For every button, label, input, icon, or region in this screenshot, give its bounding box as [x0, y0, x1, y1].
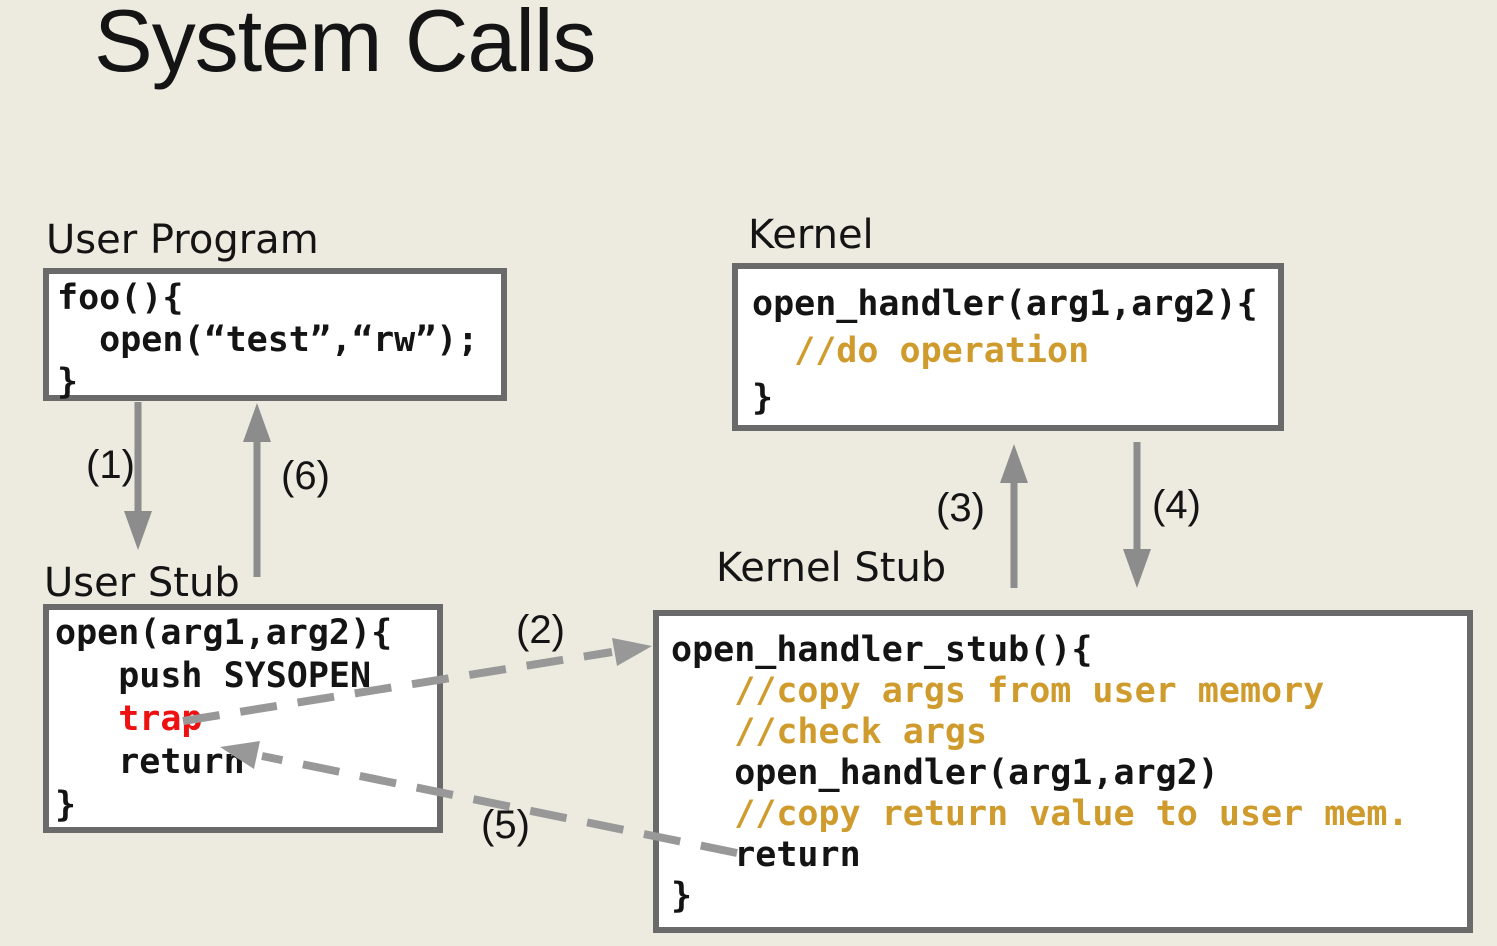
code-line: } [55, 785, 77, 825]
user-program-box: foo(){ open(“test”,“rw”); } [43, 268, 507, 402]
arrow-5-label: (5) [481, 803, 530, 847]
code-line: foo(){ [57, 278, 184, 318]
code-line: open_handler(arg1,arg2){ [752, 284, 1258, 324]
user-stub-label: User Stub [44, 560, 240, 606]
code-line: } [671, 876, 693, 916]
page-title: System Calls [94, 0, 596, 90]
code-line: open_handler(arg1,arg2) [671, 753, 1219, 793]
user-program-label: User Program [46, 217, 319, 263]
arrow-2-label: (2) [516, 608, 565, 652]
arrow-1-head-icon [124, 511, 152, 550]
arrow-2-head-icon [612, 638, 652, 666]
code-line: push SYSOPEN [55, 656, 372, 696]
arrow-4-label: (4) [1152, 483, 1201, 527]
user-stub-box: open(arg1,arg2){ push SYSOPEN trap retur… [43, 604, 443, 833]
code-line: return [671, 835, 861, 875]
code-line: open_handler_stub(){ [671, 630, 1093, 670]
code-line: open(“test”,“rw”); [57, 320, 479, 360]
code-line: open(arg1,arg2){ [55, 613, 393, 653]
arrow-4-head-icon [1123, 549, 1151, 588]
arrow-6-label: (6) [281, 454, 330, 498]
arrow-1-label: (1) [86, 443, 135, 487]
kernel-stub-box: open_handler_stub(){ //copy args from us… [653, 610, 1473, 933]
kernel-label: Kernel [748, 212, 874, 258]
code-line: return [55, 742, 245, 782]
code-line: } [752, 378, 774, 418]
kernel-stub-label: Kernel Stub [716, 545, 947, 591]
code-line-comment: //check args [671, 712, 988, 752]
code-line-comment: //copy return value to user mem. [671, 794, 1409, 834]
code-line-comment: //do operation [752, 331, 1090, 371]
arrow-3-head-icon [1000, 444, 1028, 483]
code-line-trap: trap [55, 699, 203, 739]
arrow-3-label: (3) [936, 486, 985, 530]
code-line-comment: //copy args from user memory [671, 671, 1325, 711]
arrow-6-head-icon [243, 403, 271, 442]
kernel-box: open_handler(arg1,arg2){ //do operation … [732, 263, 1284, 431]
code-line: } [57, 362, 79, 402]
